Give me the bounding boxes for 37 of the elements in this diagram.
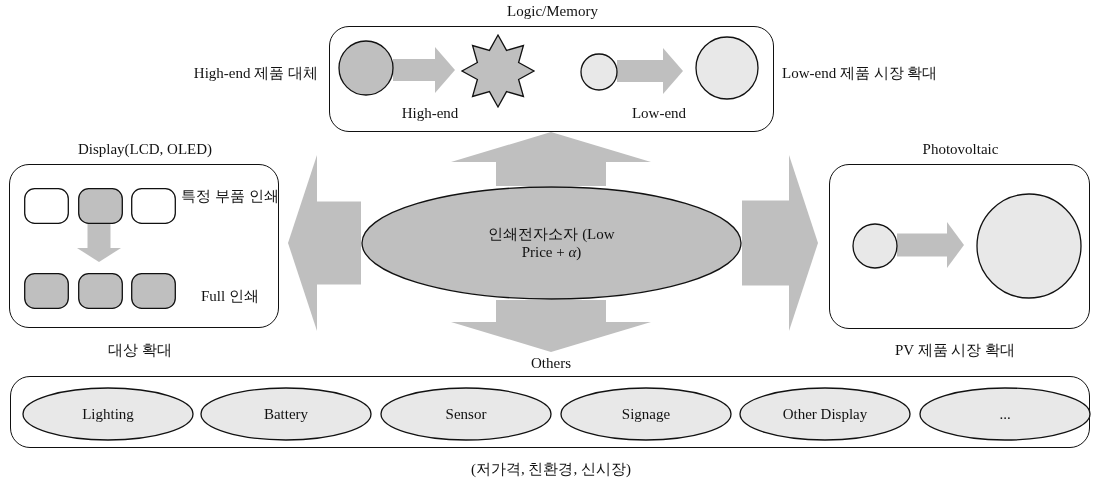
rounded-square — [24, 188, 69, 224]
block-arrow — [288, 155, 361, 331]
panel-text: 특정 부품 인쇄 — [180, 187, 280, 205]
annotation-text: 대상 확대 — [107, 341, 173, 359]
rounded-square — [78, 273, 123, 309]
ellipse-label: Other Display — [782, 405, 868, 423]
panel-title: Display(LCD, OLED) — [76, 140, 214, 158]
ellipse-label: Sensor — [445, 405, 487, 423]
block-arrow — [451, 300, 651, 352]
ellipse-label: Signage — [621, 405, 671, 423]
block-arrow — [897, 222, 964, 268]
circle — [338, 40, 394, 96]
rounded-square — [131, 188, 176, 224]
circle — [976, 193, 1082, 299]
circle — [852, 223, 898, 269]
rounded-square — [24, 273, 69, 309]
ellipse-label: Battery — [263, 405, 309, 423]
circle — [695, 36, 759, 100]
ellipse-label: ... — [999, 405, 1011, 423]
rounded-square — [131, 273, 176, 309]
rounded-square — [78, 188, 123, 224]
block-arrow — [742, 155, 818, 331]
annotation-text: Low-end 제품 시장 확대 — [782, 64, 939, 82]
panel-title: Logic/Memory — [506, 2, 599, 20]
ellipse-label: 인쇄전자소자 (Low Price + α) — [487, 225, 616, 261]
annotation-text: High-end 제품 대체 — [192, 64, 318, 82]
block-arrow — [77, 223, 121, 262]
panel-title: Photovoltaic — [921, 140, 1000, 158]
annotation-text: PV 제품 시장 확대 — [893, 341, 1017, 359]
block-arrow — [617, 48, 683, 94]
panel-text: Full 인쇄 — [200, 287, 260, 305]
circle — [580, 53, 618, 91]
ellipse-label: Lighting — [82, 405, 134, 423]
annotation-text: (저가격, 친환경, 신시장) — [470, 460, 632, 478]
star-shape — [461, 34, 535, 108]
block-arrow — [451, 132, 651, 186]
panel-title: Others — [530, 354, 572, 372]
